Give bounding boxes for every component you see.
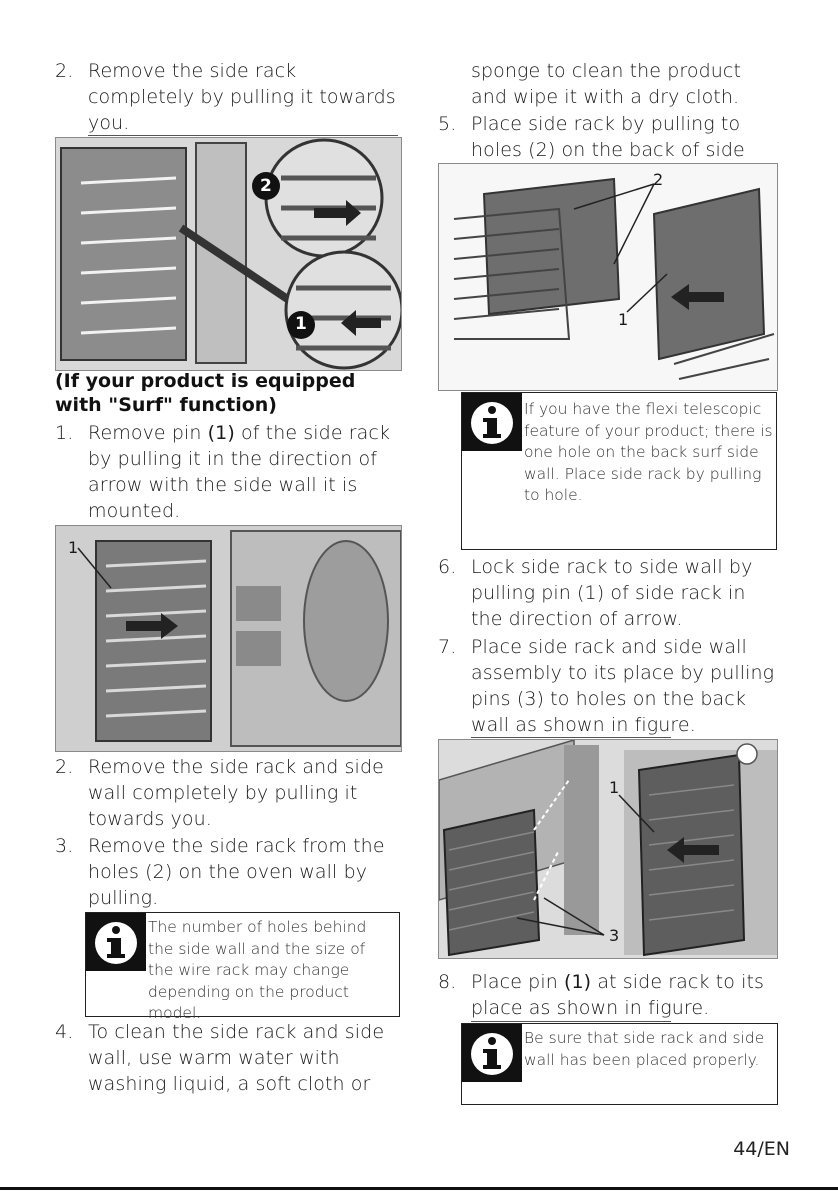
figure-place-assembly: 1 3 [438,739,778,959]
figure-label-2: 2 [260,176,272,196]
figure-remove-side-rack: 2 1 [55,137,402,371]
info-icon [462,1024,522,1082]
info-icon [462,393,522,451]
step-2-remove-side-rack: 2. Remove the side rack completely by pu… [55,60,396,134]
figure-place-side-rack: 2 1 [438,163,778,391]
divider [88,135,398,136]
step-3-remove-from-holes: 3. Remove the side rack from the holes (… [55,835,385,909]
step-4-continuation: sponge to clean the product and wipe it … [471,60,742,108]
figure-label-1: 1 [618,310,629,329]
page-number: 44/EN [733,1138,790,1160]
figure-label-3: 3 [609,926,620,945]
info-note-holes: The number of holes behind the side wall… [85,912,400,1022]
step-4-clean: 4. To clean the side rack and side wall,… [55,1021,385,1095]
figure-label-1: 1 [68,538,79,557]
figure-label-1: 1 [295,314,307,334]
step-7-place-assembly: 7. Place side rack and side wall assembl… [438,636,775,736]
figure-label-2: 2 [653,170,664,189]
info-note-flexi: If you have the flexi telescopic feature… [461,392,777,550]
divider [471,1021,671,1022]
info-note-placed-properly: Be sure that side rack and side wall has… [461,1023,778,1105]
step-6-lock-side-rack: 6. Lock side rack to side wall by pullin… [438,556,753,630]
surf-function-heading: (If your product is equipped with "Surf"… [55,370,356,416]
info-icon [86,913,146,971]
bottom-border [0,1187,838,1190]
figure-label-1: 1 [609,778,620,797]
pin-label: (1) [207,422,235,444]
step-8-place-pin: 8. Place pin (1) at side rack to its pla… [438,971,765,1019]
step-5-place-side-rack: 5. Place side rack by pulling to holes (… [438,113,745,187]
step-2-remove-side-wall: 2. Remove the side rack and side wall co… [55,756,384,830]
pin-label: (1) [563,971,592,993]
figure-remove-pin: 1 [55,525,402,752]
step-1-remove-pin: 1. Remove pin (1) of the side rack by pu… [55,422,391,522]
divider [471,737,671,738]
